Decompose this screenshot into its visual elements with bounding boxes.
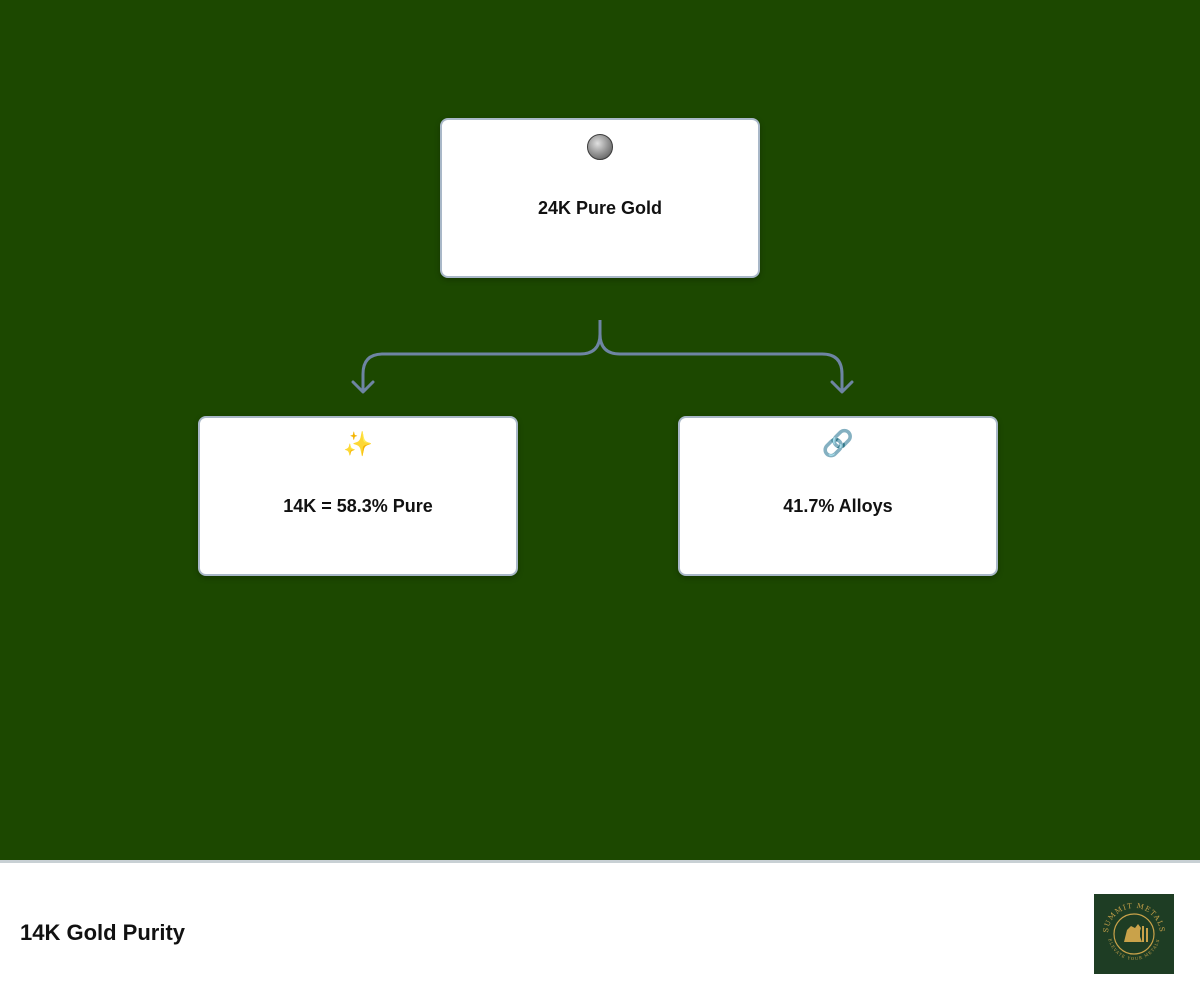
summit-metals-logo: SUMMIT METALS ELEVATE YOUR METALS bbox=[1094, 894, 1174, 974]
connector-root-to-right bbox=[598, 320, 844, 392]
node-label: 14K = 58.3% Pure bbox=[283, 496, 433, 516]
coin-icon bbox=[442, 132, 758, 160]
footer-divider bbox=[0, 860, 1200, 863]
arrowhead-left bbox=[351, 380, 375, 394]
node-label: 41.7% Alloys bbox=[783, 496, 893, 516]
node-24k-pure-gold: 24K Pure Gold bbox=[440, 118, 760, 278]
arrowhead-right bbox=[830, 380, 854, 394]
node-label: 24K Pure Gold bbox=[537, 198, 663, 218]
sparkles-icon: ✨ bbox=[343, 430, 373, 458]
node-14k-purity: ✨ 14K = 58.3% Pure bbox=[198, 416, 518, 576]
node-alloys: 🔗 41.7% Alloys bbox=[678, 416, 998, 576]
logo-emblem-icon: SUMMIT METALS ELEVATE YOUR METALS bbox=[1102, 902, 1165, 961]
connector-root-to-left bbox=[361, 320, 602, 392]
diagram-canvas: 24K Pure Gold ✨ 14K = 58.3% Pure 🔗 41.7%… bbox=[0, 0, 1200, 860]
page-title: 14K Gold Purity bbox=[20, 920, 186, 945]
chain-link-icon: 🔗 bbox=[821, 429, 855, 459]
